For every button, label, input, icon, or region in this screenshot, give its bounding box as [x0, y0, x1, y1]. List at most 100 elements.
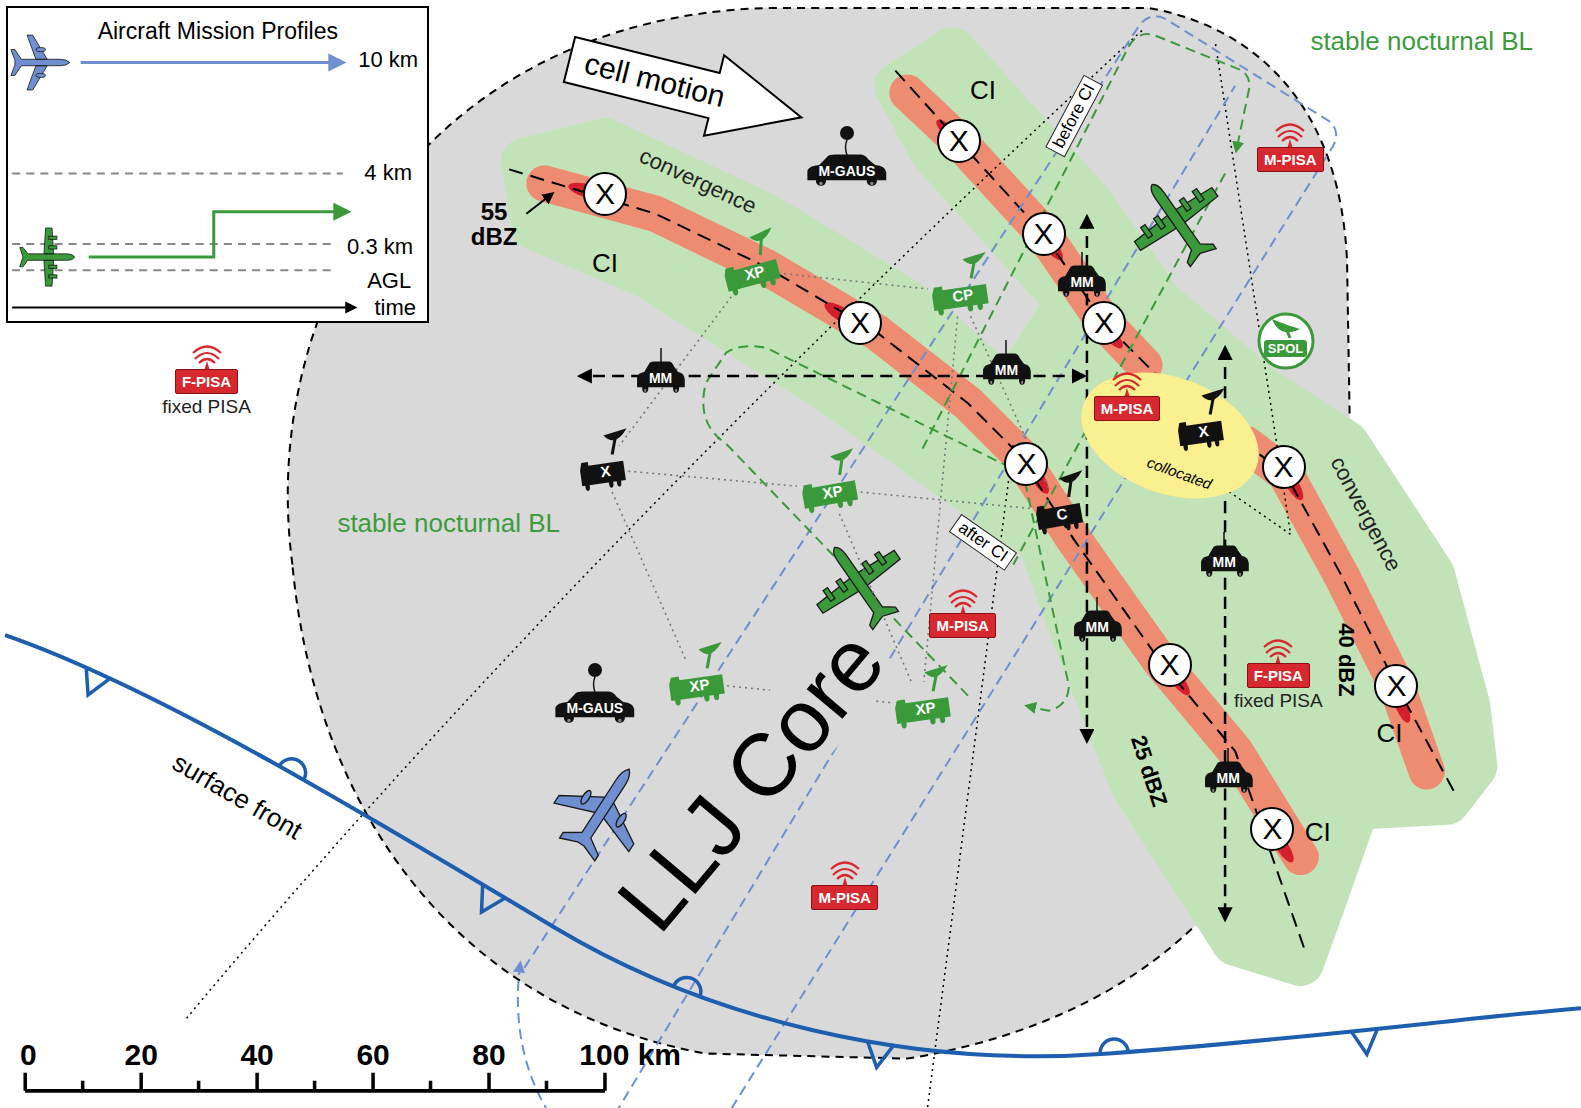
- initiation-marker: X: [937, 119, 981, 163]
- map-label: convergence: [635, 143, 760, 219]
- map-graphic: [11, 35, 70, 90]
- map-graphic: [967, 302, 974, 312]
- map-graphic: [900, 719, 907, 729]
- map-label: after CI: [949, 514, 1017, 571]
- map-label: convergence: [1325, 453, 1406, 576]
- map-graphic: [76, 667, 110, 700]
- map-graphic: [642, 383, 648, 393]
- map-graphic: [1056, 466, 1088, 496]
- map-graphic: [1113, 157, 1241, 284]
- radar-truck: XP: [799, 466, 859, 512]
- map-graphic: [921, 661, 952, 691]
- map-graphic: [1237, 567, 1243, 577]
- vehicle-label: MM: [1213, 554, 1236, 570]
- map-graphic: [518, 16, 1336, 1108]
- radar-label: XP: [821, 482, 843, 501]
- map-graphic: [25, 1073, 605, 1091]
- initiation-symbol: X: [949, 126, 969, 156]
- radar-truck: XP: [892, 684, 951, 728]
- map-graphic: [524, 16, 1336, 1108]
- map-graphic: [1073, 519, 1079, 529]
- map-graphic: [1096, 597, 1098, 611]
- collocation-area: collocatedM-PISAX: [1075, 373, 1265, 498]
- vehicle-label: M-GAUS: [818, 163, 875, 179]
- map-graphic: [1264, 641, 1292, 658]
- mesonet-vehicle: MM: [981, 352, 1032, 384]
- vehicle-label: MM: [649, 370, 672, 386]
- map-graphic: [190, 349, 224, 371]
- map-label: 25 dBZ: [1126, 733, 1173, 811]
- map-label: stable nocturnal BL: [337, 509, 560, 539]
- map-graphic: [608, 479, 614, 489]
- initiation-marker: X: [1022, 212, 1066, 256]
- map-graphic: [827, 443, 859, 473]
- vehicle-label: MM: [1070, 274, 1093, 290]
- map-graphic: [5, 5, 428, 323]
- sounding-vehicle: M-GAUS: [804, 153, 889, 185]
- vehicle-label: M-GAUS: [566, 700, 623, 716]
- initiation-symbol: X: [1386, 671, 1406, 701]
- map-graphic: [949, 590, 977, 607]
- pisa-site: M-PISA: [1094, 376, 1161, 421]
- map-label: 0: [20, 1037, 37, 1072]
- radar-label: XP: [688, 676, 710, 695]
- network-link: [612, 492, 685, 659]
- map-label: CI: [1305, 818, 1331, 848]
- mesonet-vehicle: MM: [1199, 544, 1250, 576]
- map-graphic: [1074, 611, 1122, 637]
- map-graphic: [894, 694, 951, 724]
- initiation-symbol: X: [1016, 449, 1036, 479]
- map-graphic: [568, 719, 571, 722]
- map-graphic: [960, 248, 991, 278]
- map-graphic: [619, 719, 622, 722]
- map-graphic: [1214, 437, 1220, 447]
- map-graphic: [674, 696, 681, 706]
- map-graphic: [1066, 293, 1068, 296]
- map-graphic: [703, 34, 1249, 711]
- pisa-label: fixed PISA: [1234, 690, 1323, 712]
- map-graphic: [1261, 643, 1295, 665]
- initiation-symbol: X: [1160, 650, 1180, 680]
- map-graphic: [1079, 632, 1085, 642]
- map-graphic: [585, 662, 605, 692]
- network-link: [628, 471, 797, 486]
- map-graphic: [1208, 572, 1210, 575]
- initiation-marker: X: [1262, 445, 1306, 489]
- map-graphic: [560, 19, 812, 157]
- pisa-label: M-PISA: [1094, 396, 1161, 421]
- map-graphic: [556, 691, 635, 717]
- map-graphic: [1206, 438, 1212, 448]
- pisa-label: fixed PISA: [162, 396, 251, 418]
- map-graphic: [1086, 217, 1089, 741]
- map-graphic: [637, 362, 685, 388]
- map-graphic: [983, 354, 1031, 380]
- map-graphic: [1201, 388, 1226, 401]
- map-label: 100 km: [579, 1037, 681, 1072]
- map-graphic: [470, 884, 505, 918]
- map-graphic: [673, 383, 679, 393]
- pisa-site: F-PISAfixed PISA: [162, 349, 251, 418]
- initiation-symbol: X: [1034, 219, 1054, 249]
- panel-title: Aircraft Mission Profiles: [8, 18, 427, 45]
- map-graphic: [1072, 252, 1092, 266]
- radar-truck: CP: [930, 270, 989, 314]
- pisa-label: M-PISA: [1257, 147, 1324, 172]
- radar-label: XP: [914, 700, 936, 719]
- map-graphic: [603, 428, 628, 441]
- map-label: AGL: [367, 269, 411, 294]
- map-graphic: [962, 252, 987, 265]
- map-graphic: [1013, 173, 1225, 564]
- map-graphic: [1245, 444, 1426, 772]
- map-graphic: [990, 381, 992, 384]
- map-graphic: [837, 125, 857, 155]
- map-graphic: [674, 973, 705, 996]
- map-graphic: [769, 275, 777, 285]
- map-graphic: [651, 348, 671, 362]
- map-graphic: [601, 424, 632, 454]
- radar-label: X: [599, 463, 611, 480]
- map-graphic: [81, 61, 343, 64]
- radar-truck: X: [1175, 407, 1224, 450]
- map-graphic: [579, 458, 626, 487]
- map-graphic: [668, 671, 725, 701]
